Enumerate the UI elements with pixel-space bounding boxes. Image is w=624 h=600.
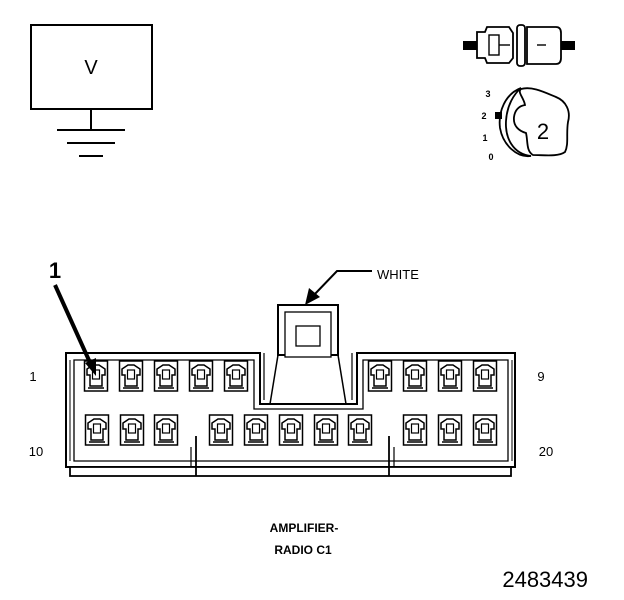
pin-number-20: 20 (539, 444, 553, 459)
terminal-cavity (153, 414, 179, 446)
terminal-cavity (472, 360, 498, 392)
connector-name-line1: AMPLIFIER- (270, 521, 339, 535)
position-dial-icon: 3 2 1 0 2 (481, 87, 570, 162)
ground-icon (57, 129, 125, 157)
dial-selected-label: 2 (537, 119, 549, 144)
pin-number-1: 1 (29, 369, 36, 384)
terminal-cavity (402, 360, 428, 392)
meter-label: V (84, 57, 98, 79)
terminal-cavity (402, 414, 428, 446)
voltmeter-symbol: V (30, 24, 153, 157)
terminal-cavity (278, 414, 304, 446)
terminal-cavity (367, 360, 393, 392)
terminal-cavity (188, 360, 214, 392)
terminal-cavity (243, 414, 269, 446)
connector-side-view-icon (463, 24, 575, 67)
dial-position-0: 0 (488, 152, 493, 162)
figure-id: 2483439 (502, 567, 588, 592)
terminal-cavity (223, 360, 249, 392)
terminal-cavity (472, 414, 498, 446)
pin-number-10: 10 (29, 444, 43, 459)
terminal-cavity (437, 360, 463, 392)
terminal-cavity (84, 414, 110, 446)
terminal-cavity (118, 360, 144, 392)
terminal-cavity (313, 414, 339, 446)
tab-color-label: WHITE (377, 267, 419, 282)
dial-position-2: 2 (481, 111, 486, 121)
pin-number-9: 9 (537, 369, 544, 384)
terminal-cavity (437, 414, 463, 446)
dial-position-3: 3 (485, 89, 490, 99)
dial-position-1: 1 (482, 133, 487, 143)
pin-1-callout: 1 (49, 258, 96, 376)
terminal-cavity (208, 414, 234, 446)
terminal-cavity (347, 414, 373, 446)
terminal-cavity (119, 414, 145, 446)
white-callout: WHITE (305, 267, 419, 305)
connector-name-line2: RADIO C1 (274, 543, 332, 557)
pin-callout-number: 1 (49, 258, 61, 283)
terminal-cavity (153, 360, 179, 392)
